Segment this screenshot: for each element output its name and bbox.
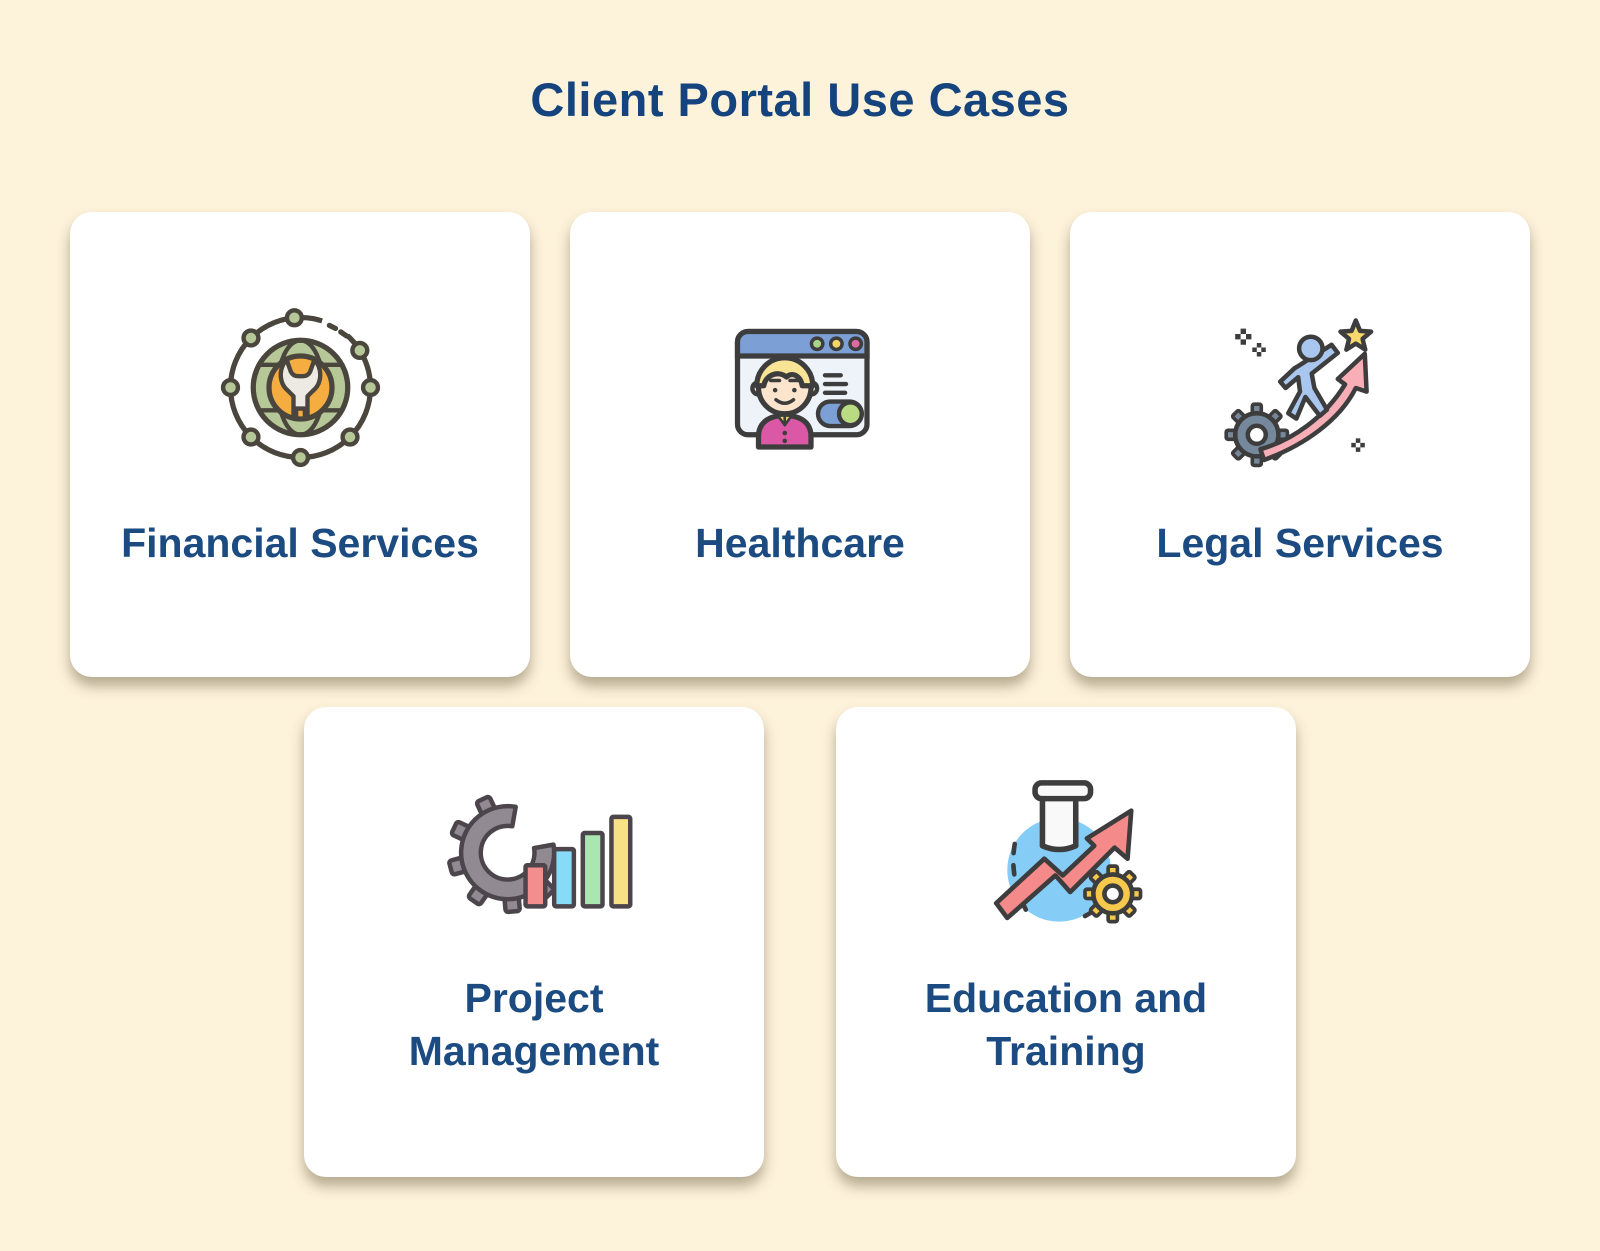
globe-wrench-network-icon bbox=[213, 300, 388, 475]
telehealth-browser-icon bbox=[713, 300, 888, 475]
gear-bar-chart-icon bbox=[436, 757, 633, 942]
use-case-label: Healthcare bbox=[695, 520, 905, 566]
use-case-card-healthcare: Healthcare bbox=[570, 212, 1030, 677]
use-case-card-project-management: Project Management bbox=[304, 707, 764, 1177]
flask-growth-arrow-gear-icon bbox=[974, 757, 1159, 942]
person-rising-arrow-star-icon bbox=[1210, 300, 1390, 475]
page-title: Client Portal Use Cases bbox=[530, 73, 1070, 126]
use-case-label: Financial Services bbox=[121, 520, 479, 566]
use-case-card-financial-services: Financial Services bbox=[70, 212, 530, 677]
use-case-label: Legal Services bbox=[1156, 520, 1444, 566]
use-case-card-education-training: Education and Training bbox=[836, 707, 1296, 1177]
use-case-row-1: Financial Services bbox=[0, 212, 1600, 677]
use-case-label: Project Management bbox=[408, 975, 660, 1075]
use-case-label: Education and Training bbox=[924, 975, 1208, 1075]
infographic: Client Portal Use Cases bbox=[0, 73, 1600, 1177]
use-case-card-legal-services: Legal Services bbox=[1070, 212, 1530, 677]
use-case-row-2: Project Management bbox=[0, 707, 1600, 1177]
